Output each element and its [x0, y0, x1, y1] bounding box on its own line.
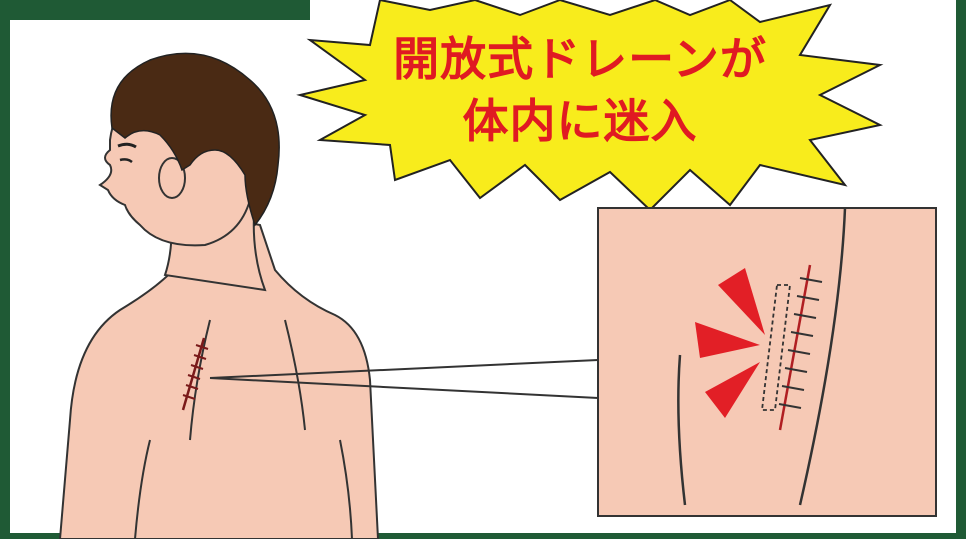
speech-burst	[296, 0, 884, 212]
hair	[110, 52, 280, 227]
callout-text: 開放式ドレーンが 体内に迷入	[360, 28, 800, 152]
detail-incision	[778, 264, 812, 431]
arm-line	[339, 439, 353, 539]
detail-blade-line	[677, 354, 687, 506]
eyebrow	[117, 142, 137, 149]
callout-line-1: 開放式ドレーンが	[393, 32, 767, 86]
incision	[181, 337, 206, 411]
shoulder-blade-right	[284, 319, 306, 431]
detail-back-line	[798, 207, 847, 506]
zoom-detail-box	[597, 207, 937, 517]
red-arrow-bottom	[705, 362, 760, 418]
stitches	[182, 344, 209, 400]
eye	[119, 158, 133, 164]
shoulder-blade-left	[189, 319, 211, 441]
ear	[158, 157, 186, 199]
callout-line-2: 体内に迷入	[462, 94, 698, 148]
drain-tube	[760, 284, 792, 411]
spine-line	[134, 439, 151, 539]
zoom-lines	[209, 359, 599, 399]
detail-stitches	[778, 277, 823, 409]
red-arrow-top	[718, 268, 765, 335]
red-arrow-middle	[695, 322, 760, 358]
man-figure	[58, 52, 380, 539]
